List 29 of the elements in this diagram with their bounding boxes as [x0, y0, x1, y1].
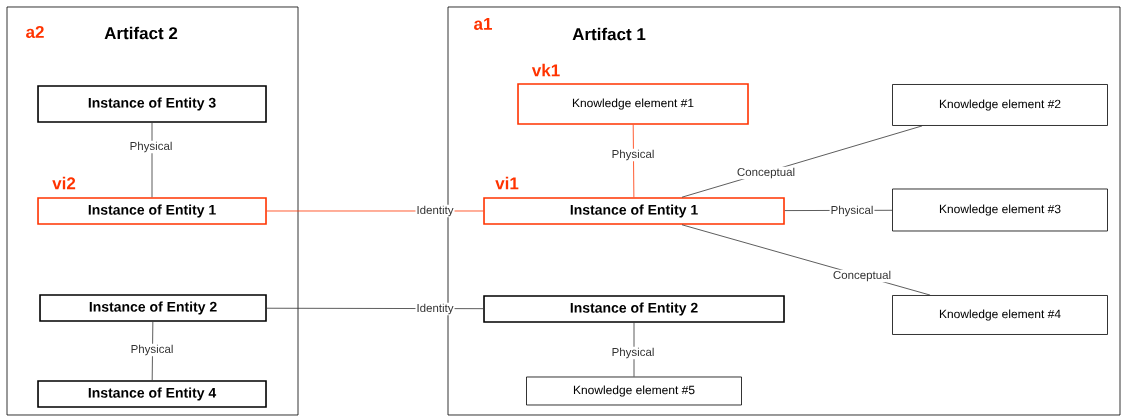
tag-label: a2 — [26, 25, 44, 38]
instance-box: Instance of Entity 1 — [483, 197, 785, 225]
tag-label: vi1 — [495, 176, 519, 190]
knowledge-box: Knowledge element #2 — [892, 84, 1108, 126]
instance-box: Instance of Entity 2 — [483, 295, 785, 323]
connector-line — [633, 322, 635, 377]
knowledge-box: Knowledge element #1 — [517, 83, 749, 125]
edge-label: Physical — [610, 346, 656, 360]
edge-label: Physical — [128, 140, 174, 154]
instance-box: Instance of Entity 4 — [37, 380, 267, 408]
connector-line — [632, 124, 635, 198]
instance-box: Instance of Entity 1 — [37, 197, 267, 225]
edge-label: Conceptual — [735, 166, 797, 180]
edge-label: Physical — [610, 148, 656, 162]
edge-label: Identity — [415, 204, 455, 218]
edge-label: Identity — [415, 302, 455, 316]
knowledge-box: Knowledge element #5 — [526, 376, 742, 406]
knowledge-box: Knowledge element #4 — [892, 295, 1108, 335]
tag-label: vk1 — [531, 63, 560, 77]
knowledge-box: Knowledge element #3 — [892, 188, 1108, 232]
connector-line — [151, 122, 153, 198]
edge-label: Physical — [129, 343, 175, 357]
edge-label: Conceptual — [831, 269, 893, 283]
instance-box: Instance of Entity 3 — [37, 85, 267, 123]
tag-label: vi2 — [52, 176, 76, 190]
edge-label: Physical — [829, 204, 875, 218]
connector-line — [266, 210, 484, 212]
instance-box: Instance of Entity 2 — [39, 294, 267, 322]
tag-label: a1 — [474, 18, 492, 30]
